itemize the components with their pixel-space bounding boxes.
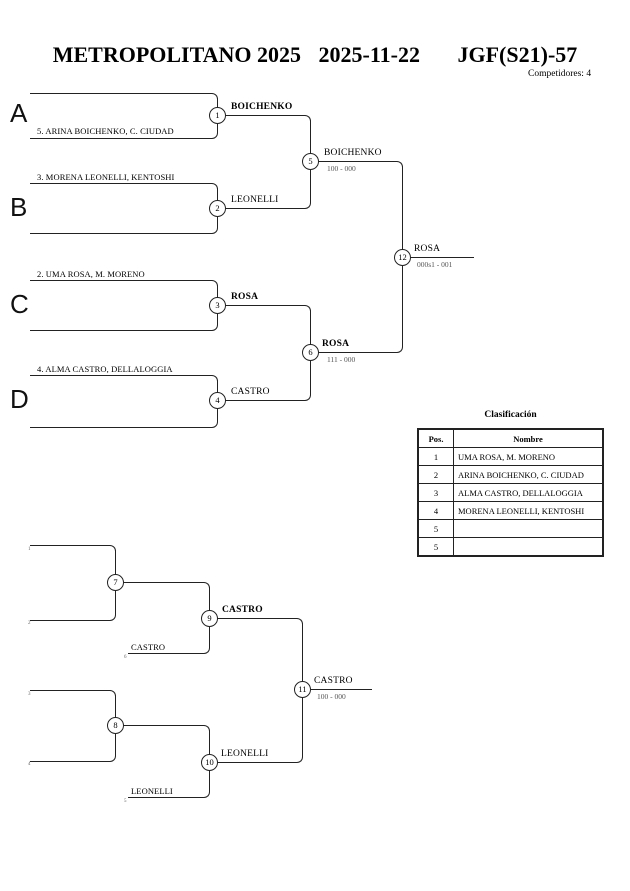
competitors-count: Competidores: 4 xyxy=(528,69,592,79)
classification-pos: 2 xyxy=(417,465,454,484)
classification-name xyxy=(453,537,604,557)
match-5-circle: 5 xyxy=(302,153,319,170)
feeder-name: CASTRO xyxy=(131,642,166,652)
match-6-winner: ROSA xyxy=(322,339,350,349)
table-row: 1 UMA ROSA, M. MORENO xyxy=(417,447,604,466)
connector-feeder5-m10 xyxy=(128,762,210,798)
repechage-upper-bracket xyxy=(30,545,116,621)
match-7-circle: 7 xyxy=(107,574,124,591)
connector-m2-m5 xyxy=(217,161,311,209)
match-8-circle: 8 xyxy=(107,717,124,734)
connector-m10-m11 xyxy=(209,689,303,763)
match-12-score: 000s1 - 001 xyxy=(417,260,453,269)
competitor-name: 2. UMA ROSA, M. MORENO xyxy=(37,269,145,279)
match-9-winner: CASTRO xyxy=(222,605,263,615)
match-4-winner: CASTRO xyxy=(231,387,270,397)
table-row: 4 MORENA LEONELLI, KENTOSHI xyxy=(417,501,604,520)
connector-m5-m12 xyxy=(310,161,403,258)
pool-c-bracket xyxy=(30,280,218,331)
pool-b-bracket xyxy=(30,183,218,234)
classification-table: Pos. Nombre 1 UMA ROSA, M. MORENO 2 ARIN… xyxy=(417,428,604,557)
classification-header-name: Nombre xyxy=(453,428,604,448)
feeder-ref: 6 xyxy=(124,655,127,660)
classification-pos: 1 xyxy=(417,447,454,466)
connector-m4-m6 xyxy=(217,352,311,401)
classification-header-pos: Pos. xyxy=(417,428,454,448)
match-12-circle: 12 xyxy=(394,249,411,266)
final-winner-line xyxy=(410,257,474,258)
match-2-circle: 2 xyxy=(209,200,226,217)
competitor-name: 3. MORENA LEONELLI, KENTOSHI xyxy=(37,172,175,182)
pool-d-bracket xyxy=(30,375,218,428)
match-1-winner: BOICHENKO xyxy=(231,102,293,112)
match-11-winner: CASTRO xyxy=(314,676,353,686)
match-3-winner: ROSA xyxy=(231,292,259,302)
classification-name: MORENA LEONELLI, KENTOSHI xyxy=(453,501,604,520)
classification-pos: 5 xyxy=(417,519,454,538)
connector-m6-m12 xyxy=(310,257,403,353)
match-1-circle: 1 xyxy=(209,107,226,124)
feeder-ref: 1 xyxy=(28,547,31,552)
table-row: 2 ARINA BOICHENKO, C. CIUDAD xyxy=(417,465,604,484)
match-4-circle: 4 xyxy=(209,392,226,409)
pool-a-label: A xyxy=(10,98,28,128)
classification-header-row: Pos. Nombre xyxy=(417,428,604,448)
match-10-circle: 10 xyxy=(201,754,218,771)
table-row: 5 xyxy=(417,519,604,538)
classification-pos: 3 xyxy=(417,483,454,502)
page-title: METROPOLITANO 2025 2025-11-22 JGF(S21)-5… xyxy=(0,42,630,68)
classification-name: ARINA BOICHENKO, C. CIUDAD xyxy=(453,465,604,484)
feeder-ref: 4 xyxy=(28,762,31,767)
feeder-name: LEONELLI xyxy=(131,786,173,796)
feeder-ref: 2 xyxy=(28,621,31,626)
category-code: JGF(S21)-57 xyxy=(457,42,578,67)
match-6-score: 111 - 000 xyxy=(327,355,356,364)
classification-name: ALMA CASTRO, DELLALOGGIA xyxy=(453,483,604,502)
table-row: 5 xyxy=(417,537,604,557)
match-3-circle: 3 xyxy=(209,297,226,314)
connector-m3-m6 xyxy=(217,305,311,353)
classification-title: Clasificación xyxy=(484,410,537,420)
bronze-winner-line xyxy=(310,689,372,690)
connector-m8-m10 xyxy=(115,725,210,763)
match-2-winner: LEONELLI xyxy=(231,195,279,205)
classification-pos: 4 xyxy=(417,501,454,520)
connector-m9-m11 xyxy=(209,618,303,690)
match-10-winner: LEONELLI xyxy=(221,749,269,759)
match-9-circle: 9 xyxy=(201,610,218,627)
pool-b-label: B xyxy=(10,192,28,222)
feeder-ref: 3 xyxy=(28,692,31,697)
table-row: 3 ALMA CASTRO, DELLALOGGIA xyxy=(417,483,604,502)
repechage-lower-bracket xyxy=(30,690,116,762)
match-6-circle: 6 xyxy=(302,344,319,361)
match-5-winner: BOICHENKO xyxy=(324,148,382,158)
competitor-name: 5. ARINA BOICHENKO, C. CIUDAD xyxy=(37,126,174,136)
classification-pos: 5 xyxy=(417,537,454,557)
event-name: METROPOLITANO 2025 xyxy=(52,42,302,67)
competitor-name: 4. ALMA CASTRO, DELLALOGGIA xyxy=(37,364,173,374)
classification-name xyxy=(453,519,604,538)
event-date: 2025-11-22 xyxy=(318,42,420,67)
match-11-score: 100 - 000 xyxy=(317,692,346,701)
feeder-ref: 5 xyxy=(124,799,127,804)
connector-m7-m9 xyxy=(115,582,210,619)
match-5-score: 100 - 000 xyxy=(327,164,356,173)
match-11-circle: 11 xyxy=(294,681,311,698)
match-12-winner: ROSA xyxy=(414,244,441,254)
classification-name: UMA ROSA, M. MORENO xyxy=(453,447,604,466)
connector-m1-m5 xyxy=(217,115,311,162)
pool-c-label: C xyxy=(10,289,29,319)
connector-feeder6-m9 xyxy=(128,618,210,654)
pool-d-label: D xyxy=(10,384,29,414)
